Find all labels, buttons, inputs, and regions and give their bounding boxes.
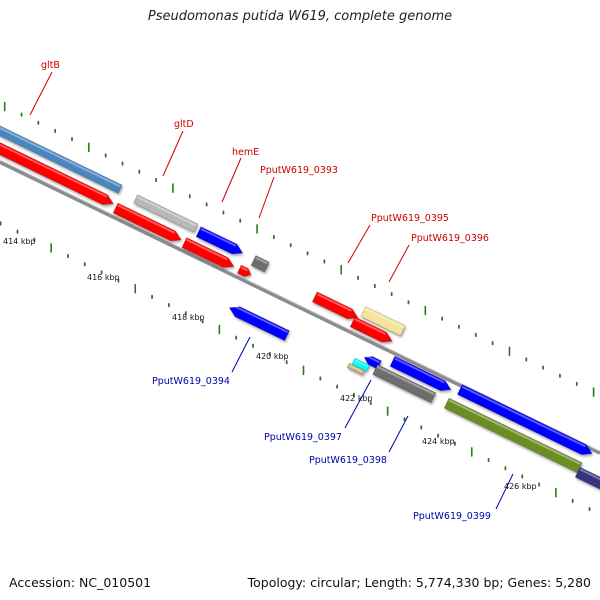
feature-blue-l1[interactable] xyxy=(389,355,452,391)
gene-label-hemE[interactable]: hemE xyxy=(232,147,259,158)
feature-red-0396[interactable] xyxy=(349,316,393,343)
scale-label: 426 kbp xyxy=(504,482,537,491)
label-connector xyxy=(231,336,251,373)
feature-gltB-a-highlight xyxy=(0,127,121,188)
feature-red-4[interactable] xyxy=(236,264,252,277)
label-connector xyxy=(344,379,372,429)
feature-blue-l1-highlight xyxy=(394,357,445,384)
feature-blue-l2[interactable] xyxy=(456,384,593,455)
feature-navy[interactable] xyxy=(574,466,600,497)
gene-features xyxy=(0,124,600,497)
genome-summary-text: Topology: circular; Length: 5,774,330 bp… xyxy=(247,575,591,590)
feature-red-2[interactable] xyxy=(112,202,182,242)
accession-text: Accession: NC_010501 xyxy=(9,575,152,590)
gene-labels: gltB gltD hemE PputW619_0393 PputW619_03… xyxy=(41,60,491,522)
map-title: Pseudomonas putida W619, complete genome xyxy=(147,9,453,24)
gene-label-0398[interactable]: PputW619_0398 xyxy=(309,455,387,466)
scale-label: 418 kbp xyxy=(172,313,205,322)
label-connector xyxy=(347,224,371,264)
label-connector xyxy=(495,473,514,510)
scale-label: 414 kbp xyxy=(3,237,36,246)
feature-gray-0393-highlight xyxy=(255,256,268,265)
tick-marks xyxy=(0,101,595,512)
gene-label-0394[interactable]: PputW619_0394 xyxy=(152,376,230,387)
feature-gltD-gray-highlight xyxy=(137,196,197,227)
label-connector xyxy=(388,244,410,283)
gene-label-gltD[interactable]: gltD xyxy=(174,119,194,130)
scale-label: 420 kbp xyxy=(256,352,289,361)
label-connectors xyxy=(29,71,514,510)
feature-red-0395[interactable] xyxy=(311,291,359,320)
feature-red-main-highlight xyxy=(0,143,108,198)
scale-label: 416 kbp xyxy=(87,273,120,282)
feature-yel-0396-highlight xyxy=(365,307,404,328)
feature-red-4-highlight xyxy=(240,266,248,272)
scale-labels: 414 kbp 416 kbp 418 kbp 420 kbp 422 kbp … xyxy=(3,237,537,491)
gene-label-0397[interactable]: PputW619_0397 xyxy=(264,432,342,443)
feature-blue-0394[interactable] xyxy=(228,306,290,342)
gene-label-0393[interactable]: PputW619_0393 xyxy=(260,165,338,176)
feature-tan-highlight xyxy=(348,364,364,373)
feature-red-3-highlight xyxy=(186,238,228,261)
feature-red-3[interactable] xyxy=(181,237,235,268)
gene-label-0396[interactable]: PputW619_0396 xyxy=(411,233,489,244)
feature-yel-0396[interactable] xyxy=(360,306,406,337)
feature-gray-0393[interactable] xyxy=(250,255,270,273)
label-connector xyxy=(258,176,275,219)
feature-gltD-gray[interactable] xyxy=(133,194,199,233)
feature-cyan[interactable] xyxy=(351,357,370,372)
scale-label: 422 kbp xyxy=(340,394,373,403)
feature-red-2-highlight xyxy=(117,204,175,234)
feature-olive-highlight xyxy=(448,399,581,465)
gene-label-gltB[interactable]: gltB xyxy=(41,60,60,71)
feature-tan[interactable] xyxy=(346,362,366,376)
gene-label-0395[interactable]: PputW619_0395 xyxy=(371,213,449,224)
feature-blue-s-highlight xyxy=(365,354,381,364)
scale-label: 424 kbp xyxy=(422,437,455,446)
label-connector xyxy=(221,157,242,203)
label-connector xyxy=(29,71,53,116)
feature-blue-0394-highlight xyxy=(231,304,289,333)
feature-blue-1-highlight xyxy=(200,228,237,247)
feature-gltB-a[interactable] xyxy=(0,124,123,194)
feature-red-0395-highlight xyxy=(316,293,352,312)
feature-red-0396-highlight xyxy=(354,318,386,335)
feature-blue-1[interactable] xyxy=(195,226,244,255)
feature-red-main[interactable] xyxy=(0,138,114,205)
feature-blue-l2-highlight xyxy=(461,385,586,448)
feature-gray-0398-highlight xyxy=(377,365,435,396)
feature-cyan-highlight xyxy=(354,359,369,368)
gene-label-0399[interactable]: PputW619_0399 xyxy=(413,511,491,522)
feature-navy-highlight xyxy=(579,468,600,481)
label-connector xyxy=(388,415,409,453)
label-connector xyxy=(162,130,184,177)
feature-gray-0398[interactable] xyxy=(372,364,437,404)
